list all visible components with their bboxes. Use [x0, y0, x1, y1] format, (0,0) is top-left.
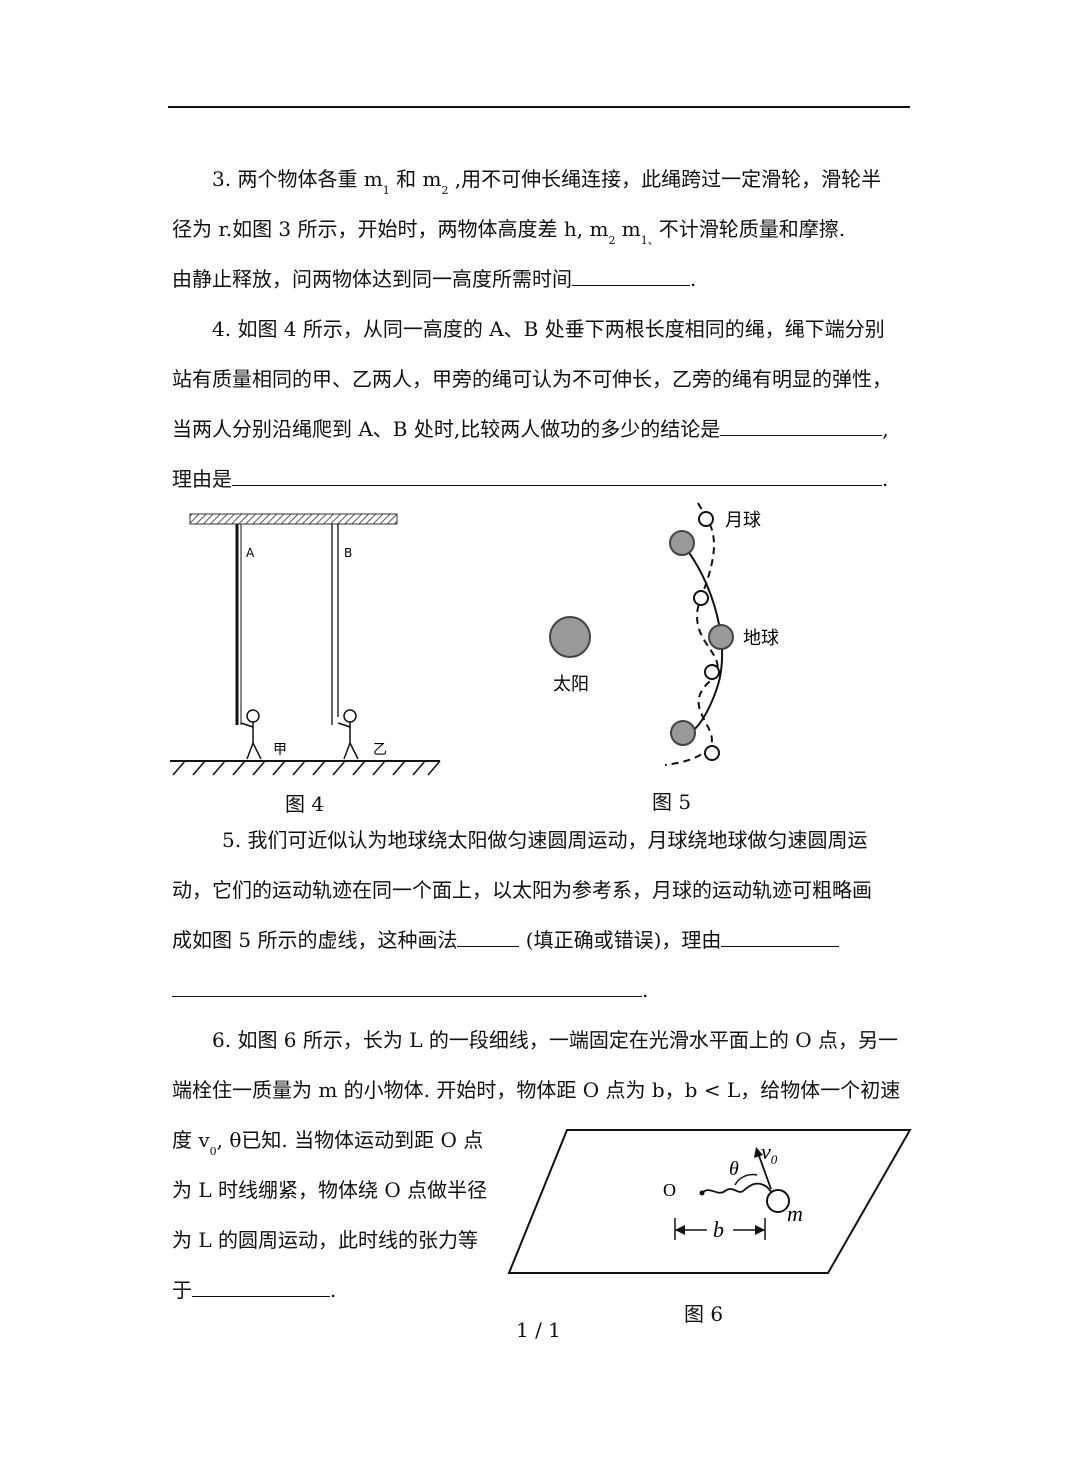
q6-line-2: 端栓住一质量为 m 的小物体. 开始时，物体距 O 点为 b，b < L，给物体…	[172, 1078, 901, 1102]
q6-line-3: 度 v0, θ已知. 当物体运动到距 O 点	[172, 1128, 484, 1158]
q6-line-5: 为 L 的圆周运动，此时线的张力等	[172, 1228, 478, 1252]
sun	[549, 616, 591, 658]
label-yi: 乙	[373, 742, 387, 758]
q6-line-6: 于.	[172, 1278, 337, 1302]
figure-5-caption: 图 5	[652, 790, 692, 814]
ground-hatching	[172, 760, 441, 776]
page-number: 1 / 1	[516, 1318, 561, 1342]
moon-label: 月球	[725, 510, 761, 531]
figure-6: O θ v0 m b	[507, 1129, 912, 1274]
ceiling	[189, 513, 398, 525]
figure-5: 太阳 月球 地球	[549, 502, 779, 766]
q6-line-1: 6. 如图 6 所示，长为 L 的一段细线，一端固定在光滑水平面上的 O 点，另…	[212, 1028, 898, 1052]
q5-judgement-blank[interactable]	[457, 928, 520, 947]
earth-3	[670, 720, 696, 746]
theta-label: θ	[729, 1158, 739, 1180]
q6-line-4: 为 L 时线绷紧，物体绕 O 点做半径	[172, 1178, 488, 1202]
earth-label: 地球	[743, 628, 779, 649]
sun-label: 太阳	[553, 674, 589, 695]
q3-answer-blank[interactable]	[572, 267, 690, 286]
m-label: m	[787, 1201, 803, 1226]
theta-arc	[734, 1173, 758, 1186]
q5-reason-blank-2[interactable]	[172, 978, 642, 997]
moon-2	[693, 590, 709, 606]
q4-line-3: 当两人分别沿绳爬到 A、B 处时,比较两人做功的多少的结论是,	[172, 417, 889, 441]
velocity-arrowhead	[754, 1147, 763, 1158]
q5-line-2: 动，它们的运动轨迹在同一个面上，以太阳为参考系，月球的运动轨迹可粗略画	[172, 878, 872, 902]
figure-4-caption: 图 4	[285, 792, 325, 816]
q4-line-4: 理由是.	[172, 467, 889, 491]
person-jia	[240, 709, 262, 760]
b-arrowhead-right	[755, 1225, 765, 1235]
point-o	[699, 1190, 705, 1196]
label-jia: 甲	[273, 742, 287, 758]
label-a: A	[246, 546, 255, 560]
point-o-label: O	[663, 1180, 676, 1200]
moon-1	[698, 511, 714, 527]
b-label: b	[713, 1217, 724, 1242]
q5-reason-blank-1[interactable]	[721, 928, 840, 947]
mass-m	[766, 1189, 790, 1213]
string	[701, 1182, 778, 1200]
q4-line-1: 4. 如图 4 所示，从同一高度的 A、B 处垂下两根长度相同的绳，绳下端分别	[212, 317, 885, 341]
q5-line-3: 成如图 5 所示的虚线，这种画法 (填正确或错误)，理由	[172, 927, 840, 953]
q3-line-2: 径为 r.如图 3 所示，开始时，两物体高度差 h, m2 m1、不计滑轮质量和…	[172, 217, 846, 247]
moon-4	[704, 745, 720, 761]
figure-6-caption: 图 6	[684, 1302, 724, 1326]
header-rule	[168, 106, 910, 108]
velocity-arrow	[757, 1152, 772, 1190]
q5-line-1: 5. 我们可近似认为地球绕太阳做匀速圆周运动，月球绕地球做匀速圆周运	[222, 828, 868, 852]
earth-2	[708, 624, 734, 650]
earth-1	[669, 530, 695, 556]
q4-line-2: 站有质量相同的甲、乙两人，甲旁的绳可认为不可伸长，乙旁的绳有明显的弹性，	[172, 367, 892, 391]
q5-line-4: .	[172, 977, 648, 1003]
q6-answer-blank[interactable]	[192, 1278, 330, 1297]
figure-4: A B 甲 乙	[170, 513, 441, 776]
label-b: B	[344, 546, 352, 560]
b-arrowhead-left	[675, 1225, 685, 1235]
person-yi	[337, 709, 359, 760]
v0-label: v0	[761, 1139, 778, 1167]
moon-3	[704, 664, 720, 680]
q3-line-1: 3. 两个物体各重 m1 和 m2 ,用不可伸长绳连接，此绳跨过一定滑轮，滑轮半	[212, 167, 882, 197]
q3-line-3: 由静止释放，问两物体达到同一高度所需时间.	[172, 267, 697, 291]
smooth-plane	[507, 1129, 912, 1274]
q4-conclusion-blank[interactable]	[720, 417, 883, 436]
q4-reason-blank[interactable]	[232, 467, 882, 486]
